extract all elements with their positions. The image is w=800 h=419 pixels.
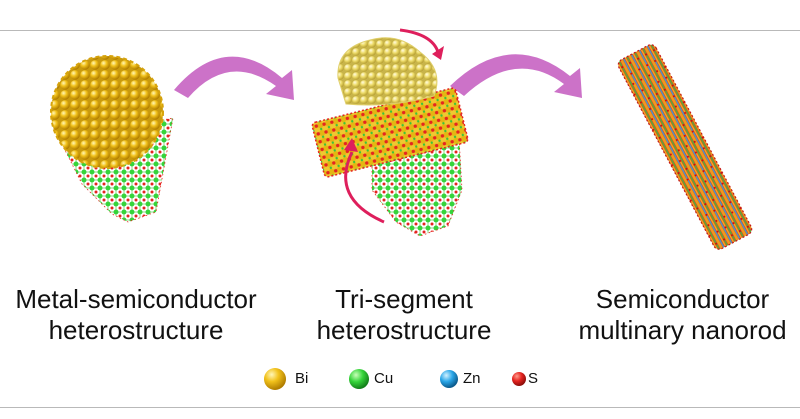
rotation-arrow-top (399, 28, 440, 53)
label-right-line-2: multinary nanorod (578, 315, 787, 345)
bottom-rule (0, 407, 800, 408)
metal-semiconductor-model (50, 55, 174, 223)
bi-atom-icon (264, 368, 286, 390)
label-middle-line-1: Tri-segment (335, 284, 473, 314)
label-metal-semiconductor: Metal-semiconductor heterostructure (0, 284, 272, 346)
label-left-line-1: Metal-semiconductor (15, 284, 257, 314)
label-left-line-2: heterostructure (48, 315, 224, 345)
tri-segment-model (311, 28, 469, 237)
bi-particle-left (51, 56, 163, 168)
zn-atom-icon (440, 370, 458, 388)
process-arrow-1 (174, 56, 294, 100)
legend-label-bi: Bi (295, 370, 309, 387)
nanorod-model (617, 44, 753, 250)
legend-label-cu: Cu (374, 370, 394, 387)
legend-label-zn: Zn (463, 370, 481, 387)
process-arrow-2 (450, 54, 582, 98)
bi-particle-top (337, 37, 438, 106)
label-tri-segment: Tri-segment heterostructure (300, 284, 508, 346)
s-atom-icon (512, 372, 526, 386)
legend-label-s: S (528, 370, 539, 387)
rotation-arrow-bottom (344, 151, 385, 224)
nanorod (618, 44, 752, 250)
label-right-line-1: Semiconductor (595, 284, 770, 314)
cu-atom-icon (349, 369, 369, 389)
label-nanorod: Semiconductor multinary nanorod (565, 284, 800, 346)
element-legend: Bi Cu Zn S (0, 366, 800, 392)
label-middle-line-2: heterostructure (316, 315, 492, 345)
